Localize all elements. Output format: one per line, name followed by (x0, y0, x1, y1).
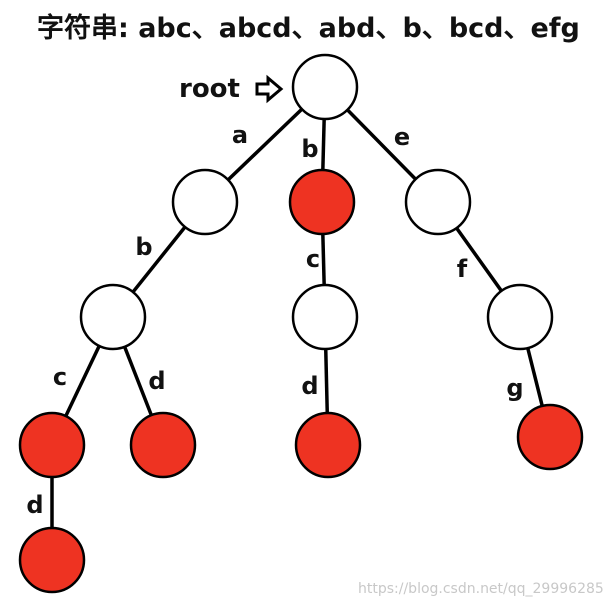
edge-label-ab-abc: c (53, 363, 67, 391)
node-ab (79, 283, 147, 351)
node-bcd (294, 411, 362, 479)
node-root (291, 53, 359, 121)
diagram-title: 字符串: abc、abcd、abd、b、bcd、efg (37, 12, 580, 44)
node-b (288, 168, 356, 236)
node-a (171, 168, 239, 236)
node-bc (291, 283, 359, 351)
node-abc (18, 411, 86, 479)
watermark: https://blog.csdn.net/qq_29996285 (358, 581, 604, 597)
node-abcd (18, 526, 86, 594)
edge-labels-layer: a b e b c f c d d g d (26, 121, 523, 519)
node-e (404, 168, 472, 236)
edge-label-b-bc: c (306, 245, 320, 273)
edge-label-bc-bcd: d (301, 372, 318, 400)
edge-label-ab-abd: d (148, 367, 165, 395)
nodes-layer (18, 53, 584, 594)
edge-label-abc-abcd: d (26, 491, 43, 519)
right-arrow-icon (255, 74, 284, 104)
root-label: root (179, 74, 240, 104)
edge-label-a-ab: b (135, 233, 152, 261)
edge-label-e-ef: f (457, 255, 468, 283)
edge-label-root-a: a (232, 121, 248, 149)
node-ef (486, 283, 554, 351)
node-abd (129, 411, 197, 479)
node-efg (516, 403, 584, 471)
edge-label-root-e: e (394, 123, 410, 151)
edge-label-root-b: b (301, 135, 318, 163)
edge-label-ef-efg: g (506, 374, 523, 402)
